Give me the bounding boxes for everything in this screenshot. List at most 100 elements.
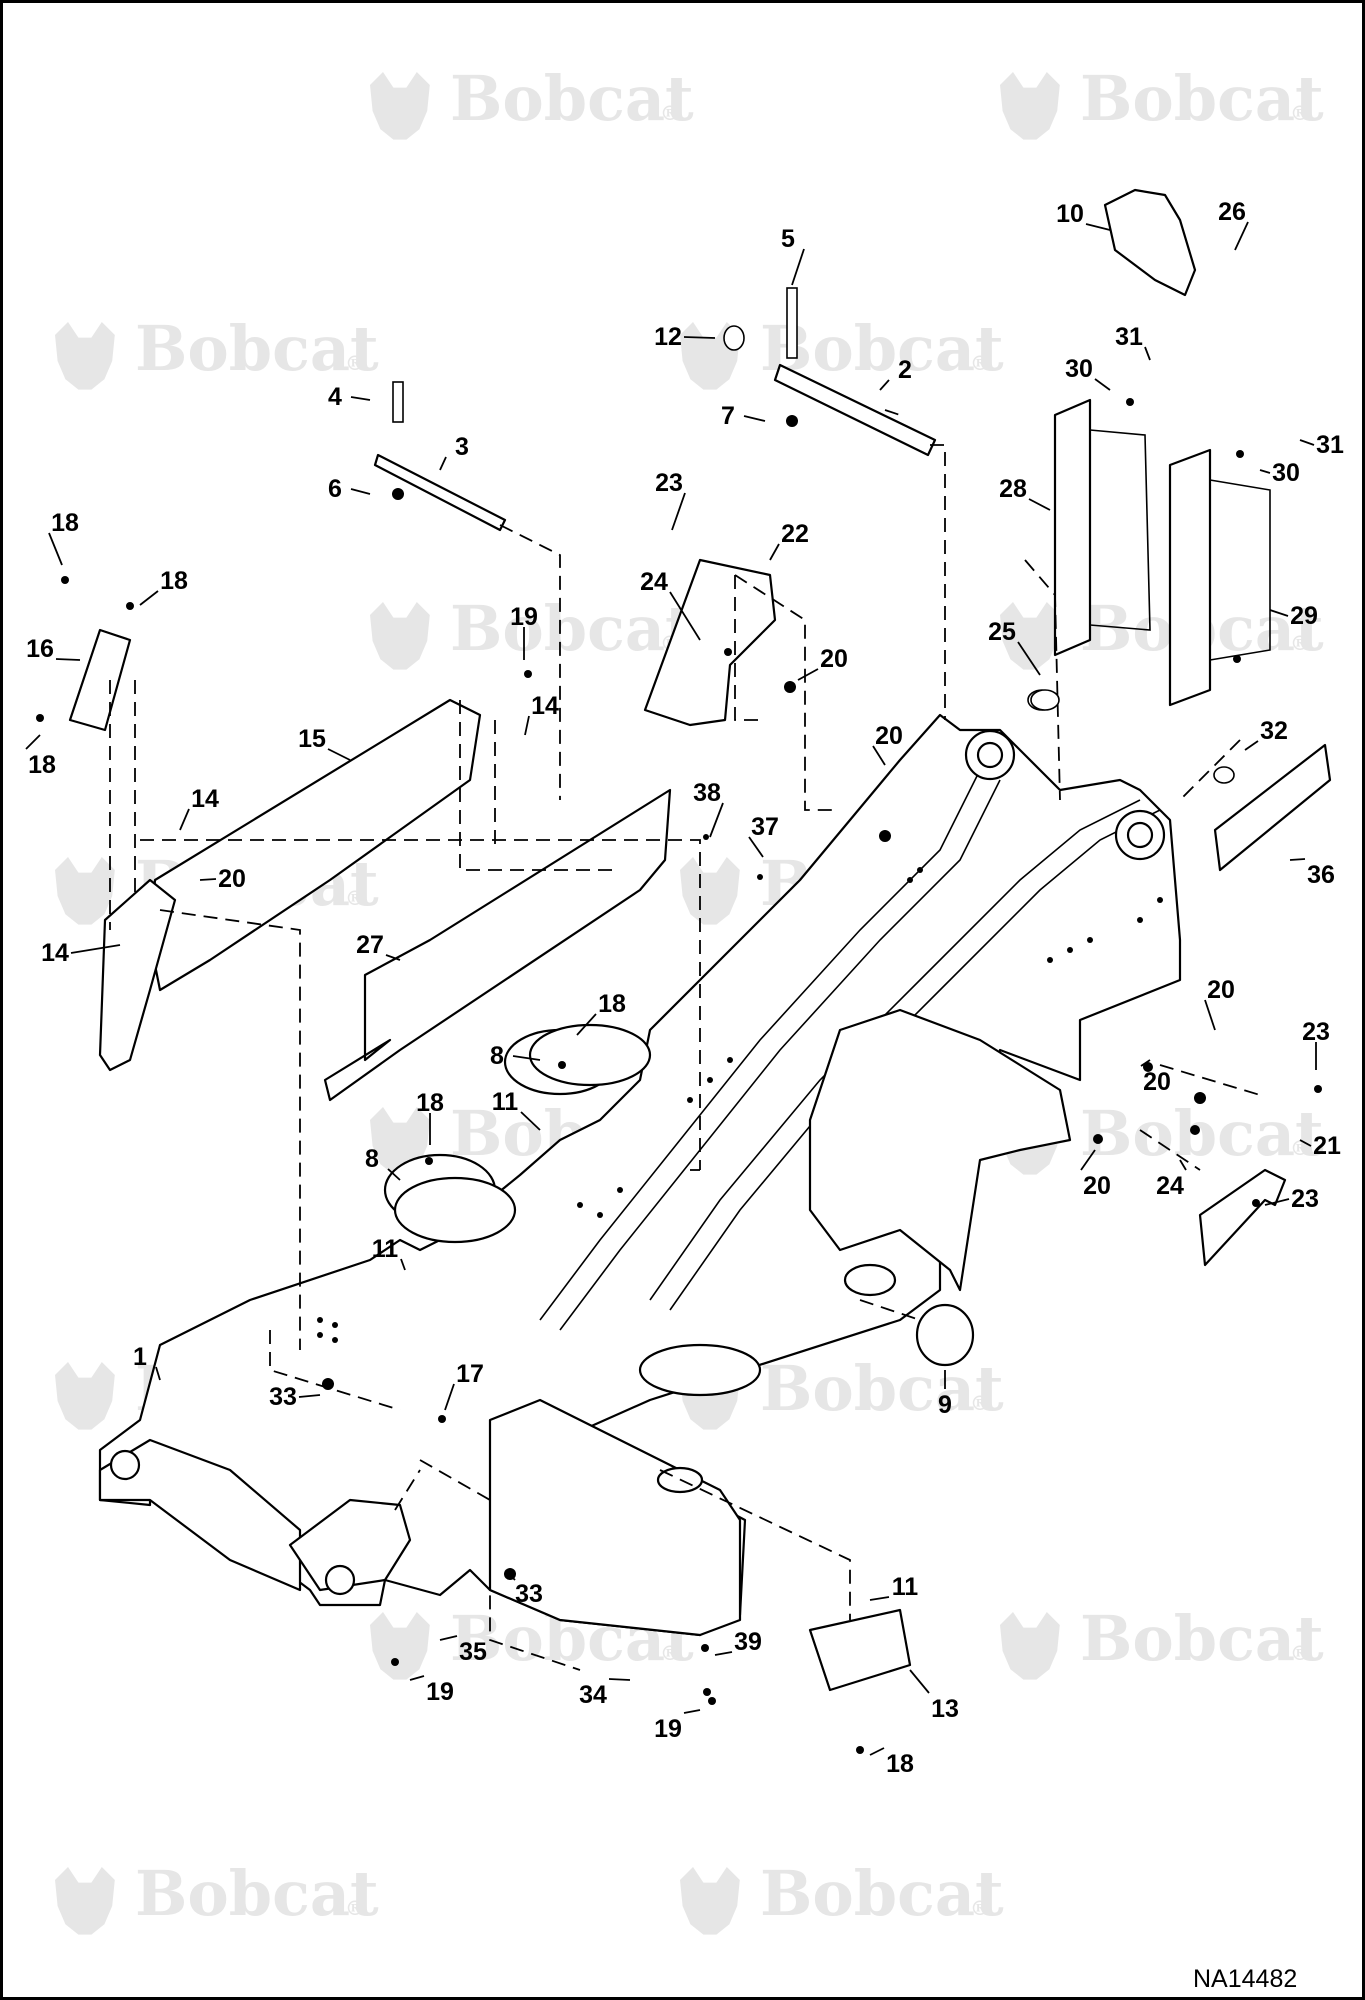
watermark: Bobcat® bbox=[1000, 592, 1324, 670]
leader-line bbox=[327, 748, 351, 761]
callout-label: 3 bbox=[455, 433, 469, 461]
leader-line bbox=[1289, 858, 1306, 861]
leader-line bbox=[683, 336, 716, 339]
mount-plate-part bbox=[1053, 398, 1092, 657]
callout-label: 19 bbox=[654, 1715, 682, 1743]
leader-line bbox=[350, 396, 371, 401]
callout-label: 8 bbox=[490, 1042, 504, 1070]
callout-label: 18 bbox=[28, 751, 56, 779]
right-shield-part bbox=[1198, 1168, 1287, 1267]
callout-label: 24 bbox=[640, 568, 668, 596]
callout-label: 16 bbox=[26, 635, 54, 663]
watermark-registered-mark: ® bbox=[1290, 1136, 1310, 1160]
leader-line bbox=[1264, 1198, 1290, 1206]
watermark: Bobcat® bbox=[1000, 62, 1324, 140]
leader-line bbox=[748, 836, 764, 858]
callout-label: 30 bbox=[1065, 355, 1093, 383]
leader-line bbox=[1204, 999, 1216, 1031]
watermark: Bobcat® bbox=[1000, 1097, 1324, 1175]
leader-line bbox=[1179, 1159, 1187, 1171]
callout-label: 11 bbox=[892, 1573, 919, 1601]
callout-label: 28 bbox=[999, 475, 1027, 503]
leader-line bbox=[1085, 223, 1111, 231]
bobcat-head-logo-icon bbox=[55, 857, 115, 925]
watermark-text: Bobcat bbox=[760, 1857, 1004, 1930]
watermark-registered-mark: ® bbox=[345, 1896, 365, 1920]
leader-line bbox=[70, 944, 121, 954]
leader-line bbox=[1269, 609, 1289, 617]
callout-label: 18 bbox=[51, 509, 79, 537]
leader-line bbox=[1259, 469, 1271, 474]
leader-line bbox=[576, 1013, 597, 1036]
leader-line bbox=[179, 808, 190, 831]
bobcat-head-logo-icon bbox=[680, 1867, 740, 1935]
watermark-text: Bobcat bbox=[1080, 62, 1324, 135]
callout-label: 33 bbox=[269, 1383, 297, 1411]
callout-label: 20 bbox=[1207, 976, 1235, 1004]
leader-line bbox=[387, 1168, 401, 1181]
leader-line bbox=[1144, 346, 1151, 361]
callout-label: 14 bbox=[531, 692, 559, 720]
leader-line bbox=[1094, 378, 1111, 391]
leader-line bbox=[409, 1675, 425, 1681]
leader-line bbox=[869, 1747, 885, 1756]
pin-part-2 bbox=[773, 363, 937, 457]
leader-line bbox=[671, 492, 686, 531]
leader-line bbox=[714, 1651, 733, 1656]
leader-line bbox=[1299, 1139, 1312, 1147]
callout-label: 36 bbox=[1307, 861, 1335, 889]
callout-label: 9 bbox=[938, 1391, 952, 1419]
callout-label: 5 bbox=[781, 225, 795, 253]
watermark-text: Bobcat bbox=[760, 312, 1004, 385]
callout-label: 19 bbox=[510, 603, 538, 631]
callout-label: 31 bbox=[1316, 431, 1344, 459]
callout-label: 33 bbox=[515, 1580, 543, 1608]
watermark-text: Bobcat bbox=[1080, 1097, 1324, 1170]
callout-label: 18 bbox=[598, 990, 626, 1018]
callout-label: 23 bbox=[1291, 1185, 1319, 1213]
watermark-registered-mark: ® bbox=[1290, 1641, 1310, 1665]
leader-line bbox=[608, 1678, 631, 1681]
watermark: Bobcat® bbox=[55, 312, 379, 390]
callout-label: 17 bbox=[456, 1360, 484, 1388]
leader-line bbox=[683, 1709, 701, 1714]
leader-line bbox=[444, 1383, 455, 1411]
callout-label: 11 bbox=[492, 1088, 519, 1116]
leader-line bbox=[869, 1596, 890, 1601]
callout-label: 20 bbox=[218, 865, 246, 893]
leader-line bbox=[199, 878, 217, 881]
watermark-text: Bobcat bbox=[135, 1857, 379, 1930]
cover-part bbox=[1103, 188, 1197, 297]
bobcat-head-logo-icon bbox=[370, 72, 430, 140]
callout-label: 6 bbox=[328, 475, 342, 503]
access-cover-part bbox=[528, 1023, 652, 1087]
leader-line bbox=[25, 734, 41, 750]
leader-line bbox=[350, 488, 371, 495]
leader-lines bbox=[25, 221, 1317, 1756]
callout-label: 39 bbox=[734, 1628, 762, 1656]
callout-label: 37 bbox=[751, 813, 779, 841]
callout-label: 12 bbox=[654, 323, 682, 351]
watermark-text: Bobcat bbox=[135, 312, 379, 385]
callout-label: 13 bbox=[931, 1695, 959, 1723]
side-cover-part bbox=[1213, 743, 1332, 872]
watermark: Bobcat® bbox=[680, 1352, 1004, 1430]
callout-label: 18 bbox=[886, 1750, 914, 1778]
callout-label: 38 bbox=[693, 779, 721, 807]
leader-line bbox=[797, 668, 819, 681]
watermark-registered-mark: ® bbox=[345, 886, 365, 910]
leader-line bbox=[743, 415, 766, 422]
mount-plate-part-2 bbox=[1168, 448, 1212, 707]
callout-label: 20 bbox=[875, 722, 903, 750]
hardware-fasteners bbox=[36, 287, 1322, 1754]
watermark-text: Bobcat bbox=[450, 592, 694, 665]
watermark-registered-mark: ® bbox=[970, 351, 990, 375]
callout-label: 21 bbox=[1313, 1132, 1341, 1160]
leader-line bbox=[298, 1394, 321, 1398]
bobcat-head-logo-icon bbox=[680, 857, 740, 925]
callout-label: 23 bbox=[1302, 1018, 1330, 1046]
leader-line bbox=[55, 658, 81, 661]
shield-part bbox=[643, 558, 777, 727]
callout-label: 23 bbox=[655, 469, 683, 497]
